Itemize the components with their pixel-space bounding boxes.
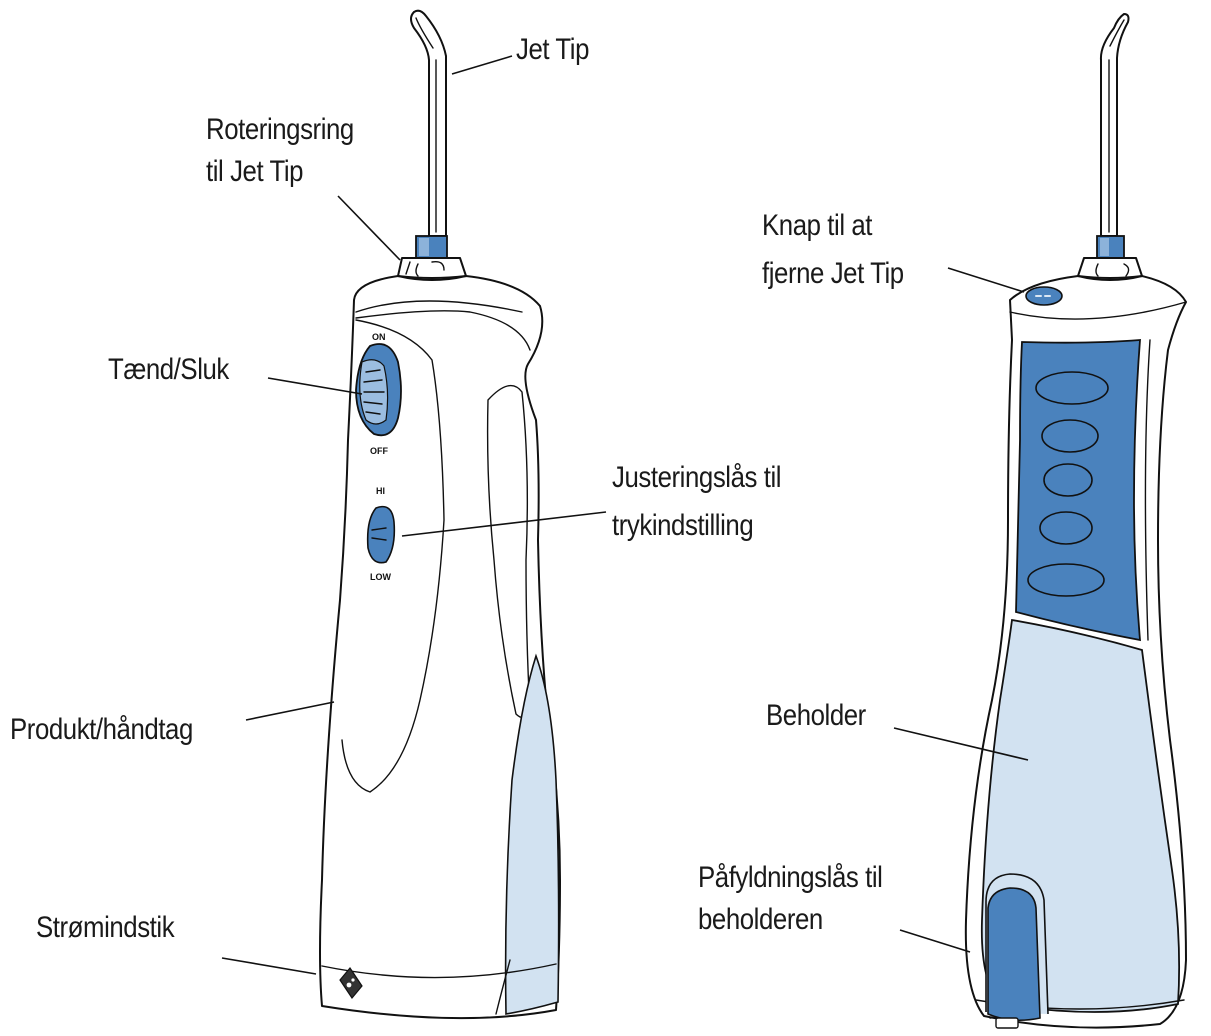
label-pressure-line2: trykindstilling bbox=[612, 508, 753, 544]
label-jet-tip: Jet Tip bbox=[516, 32, 589, 68]
label-reservoir: Beholder bbox=[766, 698, 866, 734]
switch-hi-text: HI bbox=[376, 486, 385, 496]
label-pressure-line1: Justeringslås til bbox=[612, 460, 781, 496]
back-panel-blue bbox=[506, 656, 559, 1014]
label-tip-release-line2: fjerne Jet Tip bbox=[762, 256, 904, 292]
switch-off-text: OFF bbox=[370, 446, 388, 456]
right-device bbox=[966, 14, 1186, 1028]
pressure-slider-blue bbox=[368, 507, 395, 563]
label-reservoir-latch-line2: beholderen bbox=[698, 902, 823, 938]
fill-latch-blue bbox=[988, 888, 1040, 1020]
label-reservoir-latch-line1: Påfyldningslås til bbox=[698, 860, 882, 896]
jet-tip-left bbox=[411, 11, 446, 236]
left-device: ON OFF HI LOW bbox=[320, 11, 560, 1018]
label-rotation-ring-line2: til Jet Tip bbox=[206, 154, 303, 190]
label-product-handle: Produkt/håndtag bbox=[10, 712, 193, 748]
label-power-jack: Strømindstik bbox=[36, 910, 174, 946]
switch-on-text: ON bbox=[372, 332, 386, 342]
switch-low-text: LOW bbox=[370, 572, 391, 582]
jet-tip-right bbox=[1101, 14, 1129, 236]
label-tip-release-line1: Knap til at bbox=[762, 208, 872, 244]
label-rotation-ring-line1: Roteringsring bbox=[206, 112, 354, 148]
label-power-switch: Tænd/Sluk bbox=[108, 352, 229, 388]
